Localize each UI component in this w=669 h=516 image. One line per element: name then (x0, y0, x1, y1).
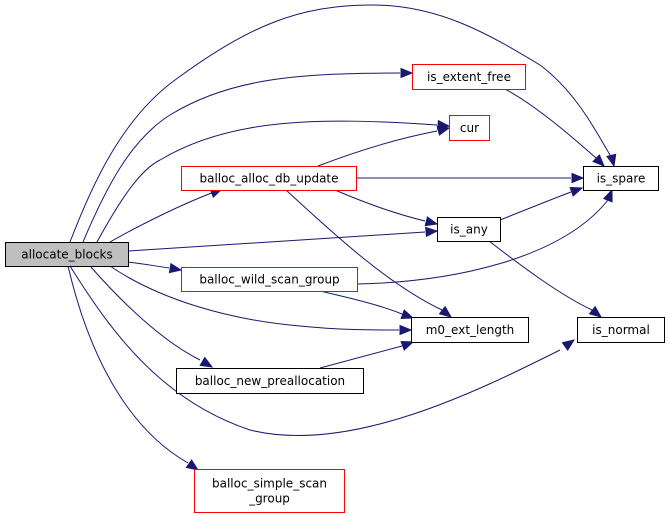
node-box (176, 368, 364, 394)
edge-line (488, 240, 593, 311)
edge-line (69, 265, 561, 437)
arrowhead-icon (425, 226, 439, 238)
node-box (449, 115, 490, 141)
node-is-spare[interactable]: is_spare (583, 166, 659, 191)
arrowhead-icon (424, 216, 439, 227)
edge-allocate_blocks-to-balloc_simple_scan_group (67, 265, 200, 471)
edge-line (69, 4, 613, 243)
node-label: balloc_alloc_db_update (199, 172, 338, 186)
arrowhead-icon (199, 356, 214, 368)
edge-allocate_blocks-to-balloc_new_preallocation (89, 265, 214, 368)
edge-line (127, 261, 170, 269)
edge-line (319, 345, 403, 369)
edge-allocate_blocks-to-balloc_wild_scan_group (127, 261, 183, 274)
node-box (181, 267, 358, 292)
arrowhead-icon (561, 339, 576, 351)
node-box (411, 317, 529, 343)
node-box (412, 64, 526, 90)
node-box (194, 469, 345, 513)
edge-allocate_blocks-to-is_spare (69, 4, 617, 243)
arrowhead-icon (588, 305, 603, 318)
node-balloc-new-preallocation[interactable]: balloc_new_preallocation (176, 368, 364, 394)
node-balloc-simple-scan-group[interactable]: balloc_simple_scan_group (194, 469, 345, 513)
arrowhead-icon (606, 153, 617, 168)
edge-line (499, 191, 572, 221)
edge-balloc_wild_scan_group-to-m0_ext_length (319, 290, 415, 319)
edge-is_any-to-is_spare (499, 187, 584, 221)
nodes-layer: allocate_blocks balloc_alloc_db_update is_… (5, 64, 665, 513)
node-label: is_normal (592, 323, 650, 337)
node-label: is_spare (597, 172, 646, 186)
arrowhead-icon (436, 125, 451, 136)
node-allocate-blocks[interactable]: allocate_blocks (5, 242, 129, 267)
node-box (5, 242, 129, 267)
edge-line (356, 199, 609, 285)
arrowhead-icon (185, 459, 200, 471)
edge-balloc_alloc_db_update-to-cur (317, 125, 451, 167)
node-m0-ext-length[interactable]: m0_ext_length (411, 317, 529, 343)
node-label: balloc_new_preallocation (195, 374, 345, 388)
edge-allocate_blocks-to-m0_ext_length (109, 265, 413, 336)
edge-line (319, 290, 403, 315)
node-box (437, 217, 501, 242)
node-is-any[interactable]: is_any (437, 217, 501, 242)
node-cur[interactable]: cur (449, 115, 490, 141)
node-label: is_extent_free (427, 70, 511, 84)
edge-balloc_alloc_db_update-to-is_spare (356, 172, 585, 184)
edge-is_extent_free-to-is_spare (504, 88, 605, 167)
edge-allocate_blocks-to-is_normal (69, 265, 576, 437)
node-is-normal[interactable]: is_normal (577, 317, 665, 343)
node-label: cur (460, 121, 479, 135)
edge-allocate_blocks-to-balloc_alloc_db_update (109, 188, 224, 243)
edges-layer (67, 4, 617, 471)
edge-line (504, 88, 597, 159)
edge-line (109, 265, 400, 331)
node-label: is_any (450, 223, 488, 237)
edge-allocate_blocks-to-is_any (127, 226, 439, 252)
arrowhead-icon (400, 309, 415, 319)
arrowhead-icon (400, 341, 415, 351)
edge-balloc_alloc_db_update-to-m0_ext_length (285, 189, 453, 318)
edge-balloc_new_preallocation-to-m0_ext_length (319, 341, 415, 369)
edge-line (317, 130, 438, 167)
edge-allocate_blocks-to-is_extent_free (82, 67, 414, 243)
arrowhead-icon (168, 262, 183, 274)
edge-line (67, 265, 189, 464)
edge-line (89, 265, 201, 361)
node-is-extent-free[interactable]: is_extent_free (412, 64, 526, 90)
node-box (577, 317, 665, 343)
node-label: m0_ext_length (426, 323, 515, 337)
node-label: balloc_simple_scan (212, 477, 327, 491)
arrowhead-icon (592, 154, 605, 167)
arrowhead-icon (569, 187, 584, 197)
edge-balloc_wild_scan_group-to-is_spare (356, 188, 613, 285)
node-balloc-wild-scan-group[interactable]: balloc_wild_scan_group (181, 267, 358, 292)
arrowhead-icon (602, 188, 613, 203)
edge-line (285, 189, 443, 311)
edge-line (127, 231, 426, 252)
edge-line (82, 72, 401, 243)
node-balloc-alloc-db-update[interactable]: balloc_alloc_db_update (181, 166, 357, 191)
edge-line (109, 191, 215, 243)
node-box (181, 166, 357, 191)
node-label: _group (248, 492, 290, 506)
node-box (583, 166, 659, 191)
edge-line (334, 189, 426, 222)
arrowhead-icon (571, 172, 585, 184)
arrowhead-icon (399, 324, 413, 336)
edge-is_any-to-is_normal (488, 240, 603, 318)
edge-balloc_alloc_db_update-to-is_any (334, 189, 439, 227)
node-label: allocate_blocks (21, 248, 113, 262)
arrowhead-icon (400, 67, 414, 79)
node-label: balloc_wild_scan_group (199, 273, 339, 287)
edge-line (96, 120, 438, 243)
arrowhead-icon (438, 305, 453, 318)
